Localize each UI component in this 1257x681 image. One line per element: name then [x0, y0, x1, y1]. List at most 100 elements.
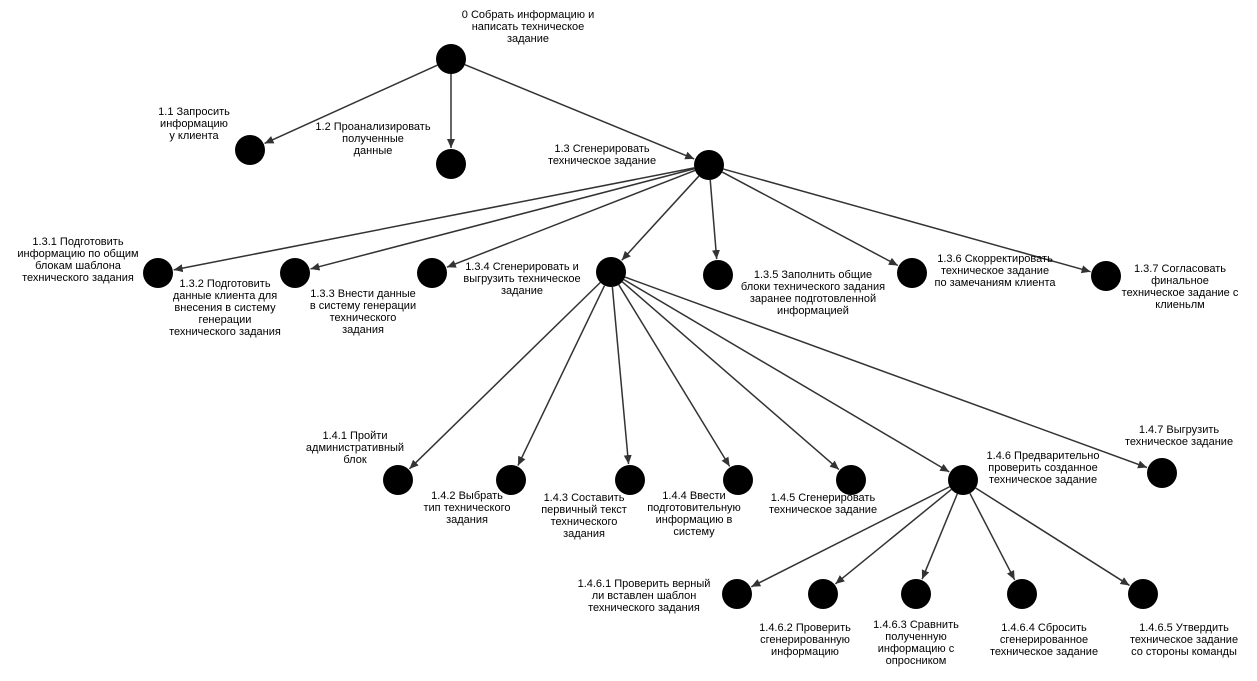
node-label-line: информацию по общим — [17, 248, 138, 260]
node-label-line: техническое задание — [1130, 634, 1238, 646]
node-label-line: 1.4.6.1 Проверить верный — [578, 578, 711, 590]
node-n1_4_5[interactable] — [836, 465, 866, 495]
node-label-line: 1.4.6 Предварительно — [987, 450, 1100, 462]
edges — [173, 64, 1148, 588]
edge-n1_3_4-to-n1_4_6 — [623, 278, 950, 473]
node-label-line: информацией — [777, 305, 849, 317]
nodes — [143, 44, 1177, 609]
node-label-line: административный — [306, 442, 404, 454]
edge-n1_3_4-to-n1_4_4 — [618, 284, 731, 467]
node-label-line: 1.3.2 Подготовить — [179, 278, 270, 290]
node-n1_4_6_3[interactable] — [901, 579, 931, 609]
node-label-line: информацию с — [878, 643, 955, 655]
node-n1_3_1[interactable] — [143, 258, 173, 288]
node-n1_4_6_5[interactable] — [1128, 579, 1158, 609]
edge-n1_3-to-n1_3_4 — [621, 175, 700, 261]
node-n1_4_3[interactable] — [615, 465, 645, 495]
node-n1_3_6[interactable] — [897, 258, 927, 288]
node-label-line: техническое задание — [548, 155, 656, 167]
edge-n0-to-n1_1 — [264, 64, 438, 145]
node-n1_4_6[interactable] — [948, 465, 978, 495]
node-label-line: 1.3.1 Подготовить — [32, 236, 123, 248]
node-label-line: ли вставлен шаблон — [592, 590, 697, 602]
node-label-line: подготовительную — [647, 502, 741, 514]
node-label-line: 1.1 Запросить — [158, 106, 230, 118]
node-n1_4_6_2[interactable] — [808, 579, 838, 609]
node-label-line: 1.4.6.4 Сбросить — [1001, 622, 1087, 634]
node-label-line: технического задания — [588, 602, 700, 614]
node-label-line: 1.3 Сгенерировать — [554, 143, 650, 155]
node-label-line: 1.3.7 Согласовать — [1134, 263, 1226, 275]
node-n1_3_7[interactable] — [1091, 261, 1121, 291]
node-n1_1[interactable] — [235, 135, 265, 165]
node-label-line: технического — [551, 516, 618, 528]
node-n1_4_2[interactable] — [496, 465, 526, 495]
node-n1_2[interactable] — [436, 149, 466, 179]
node-label-line: 1.4.4 Ввести — [662, 490, 725, 502]
node-label-line: сгенерированное — [1000, 634, 1088, 646]
edge-n1_3-to-n1_3_7 — [723, 168, 1091, 274]
node-n0[interactable] — [436, 44, 466, 74]
node-n1_4_6_1[interactable] — [722, 579, 752, 609]
node-label-line: заранее подготовленной — [750, 293, 876, 305]
node-label-line: блок — [343, 454, 366, 466]
node-label-line: тип технического — [424, 502, 511, 514]
node-n1_3_3[interactable] — [417, 258, 447, 288]
edge-n1_3_4-to-n1_4_1 — [408, 281, 601, 470]
node-label-line: сгенерированную — [760, 634, 850, 646]
node-label-line: 1.4.3 Составить — [544, 492, 625, 504]
node-label-line: данные клиента для — [173, 290, 277, 302]
node-label-line: данные — [354, 145, 393, 157]
edge-n1_3-to-n1_3_2 — [310, 168, 695, 271]
node-label-line: 1.4.6.5 Утвердить — [1139, 622, 1229, 634]
node-n1_4_6_4[interactable] — [1007, 579, 1037, 609]
node-label-line: полученные — [342, 133, 404, 145]
node-label-line: техническое задание — [769, 504, 877, 516]
node-label-line: 0 Собрать информацию и — [462, 9, 594, 21]
node-label-line: 1.3.6 Скорректировать — [937, 253, 1053, 265]
edge-n1_4_6-to-n1_4_6_3 — [921, 493, 958, 580]
node-label-line: техническое задание — [1125, 436, 1233, 448]
edge-n1_3-to-n1_3_1 — [173, 167, 695, 273]
node-label-line: клиеньлм — [1155, 299, 1204, 311]
node-label-line: задания — [563, 528, 605, 540]
node-n1_4_4[interactable] — [723, 465, 753, 495]
node-label-line: 1.4.5 Сгенерировать — [771, 492, 876, 504]
node-n1_3_5[interactable] — [703, 260, 733, 290]
node-n1_4_7[interactable] — [1147, 458, 1177, 488]
node-n1_4_1[interactable] — [383, 465, 413, 495]
node-label-line: полученную — [885, 631, 947, 643]
node-label-line: 1.3.3 Внести данные — [310, 288, 416, 300]
node-label-line: 1.4.6.2 Проверить — [759, 622, 851, 634]
node-label-line: первичный текст — [541, 504, 627, 516]
node-label-line: 1.2 Проанализировать — [315, 121, 430, 133]
node-label-line: технического задания — [22, 272, 134, 284]
edge-n1_3-to-n1_3_6 — [721, 171, 899, 267]
node-label-line: выгрузить техническое — [463, 273, 580, 285]
node-label-line: 1.4.6.3 Сравнить — [873, 619, 959, 631]
edge-n1_4_6-to-n1_4_6_4 — [969, 492, 1016, 581]
node-label-line: информацию — [160, 118, 228, 130]
node-label-line: написать техническое — [472, 21, 585, 33]
node-n1_3_4[interactable] — [596, 257, 626, 287]
node-n1_3[interactable] — [694, 150, 724, 180]
node-label-line: техническое задание — [989, 474, 1097, 486]
node-n1_3_2[interactable] — [280, 258, 310, 288]
node-label-line: задания — [446, 514, 488, 526]
node-label-line: генерации — [199, 314, 252, 326]
